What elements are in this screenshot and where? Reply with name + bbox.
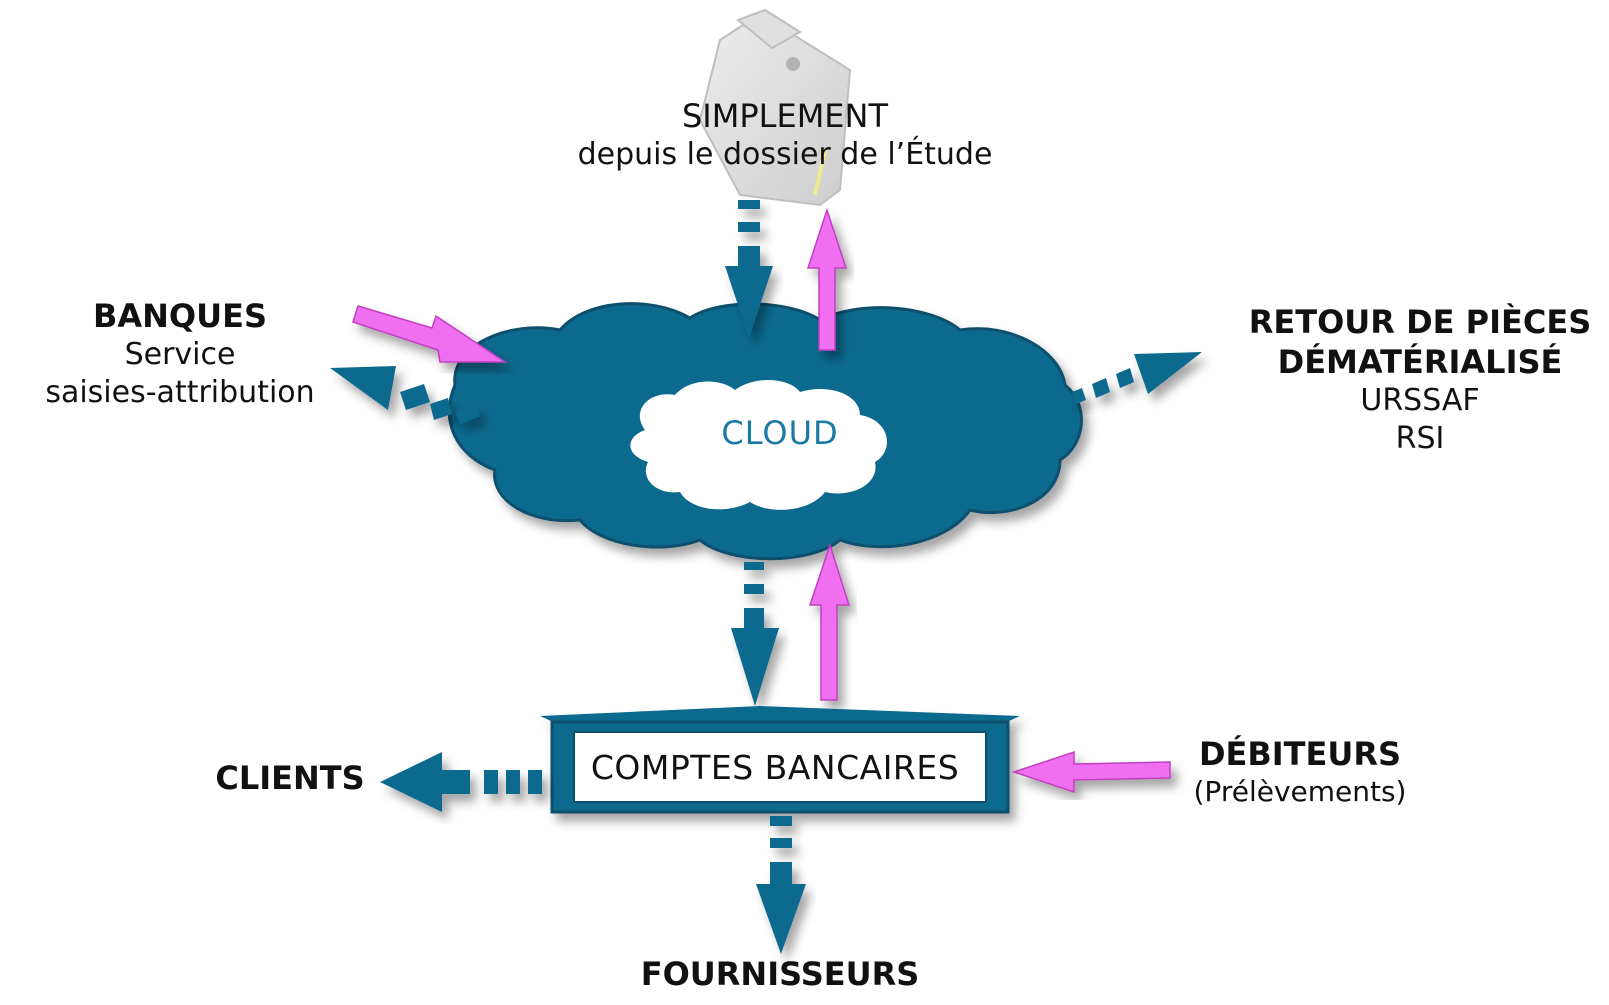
arrow-cloud-to-box	[731, 562, 779, 706]
arrow-box-to-fournisseurs	[756, 816, 806, 954]
banques-line1: Service	[124, 337, 236, 372]
clients-label: CLIENTS	[205, 762, 375, 794]
retour-line3: URSSAF	[1360, 383, 1480, 418]
inner-cloud	[630, 380, 887, 510]
arrow-box-to-cloud	[808, 542, 851, 701]
fournisseurs-title: FOURNISSEURS	[640, 955, 920, 993]
arrow-box-to-clients	[380, 752, 542, 812]
arrow-banques-out	[330, 366, 480, 424]
folder-icon	[698, 8, 852, 207]
retour-line1: RETOUR DE PIÈCES	[1248, 303, 1592, 341]
banques-line2: saisies-attribution	[45, 375, 315, 410]
arrow-top-up	[806, 207, 848, 351]
retour-line4: RSI	[1395, 421, 1445, 456]
debiteurs-subtitle: (Prélèvements)	[1193, 775, 1407, 808]
comptes-box	[540, 706, 1020, 814]
banques-title: BANQUES	[92, 297, 268, 335]
top-label: SIMPLEMENT depuis le dossier de l’Étude	[560, 100, 1010, 170]
retour-line2: DÉMATÉRIALISÉ	[1277, 343, 1563, 381]
clients-title: CLIENTS	[215, 759, 365, 797]
debiteurs-title: DÉBITEURS	[1198, 735, 1402, 773]
arrow-top-down	[725, 200, 773, 338]
banques-label: BANQUES Service saisies-attribution	[20, 300, 340, 408]
arrow-debiteurs-in	[1011, 750, 1171, 794]
retour-label: RETOUR DE PIÈCES DÉMATÉRIALISÉ URSSAF RS…	[1240, 306, 1600, 454]
arrow-retour-out	[1072, 352, 1202, 404]
arrow-banques-in	[352, 305, 508, 363]
fournisseurs-label: FOURNISSEURS	[630, 958, 930, 990]
top-subtitle: depuis le dossier de l’Étude	[577, 137, 993, 172]
top-title: SIMPLEMENT	[681, 97, 888, 135]
cloud-label: CLOUD	[721, 414, 839, 452]
debiteurs-label: DÉBITEURS (Prélèvements)	[1170, 738, 1430, 806]
comptes-label: COMPTES BANCAIRES	[590, 748, 960, 787]
